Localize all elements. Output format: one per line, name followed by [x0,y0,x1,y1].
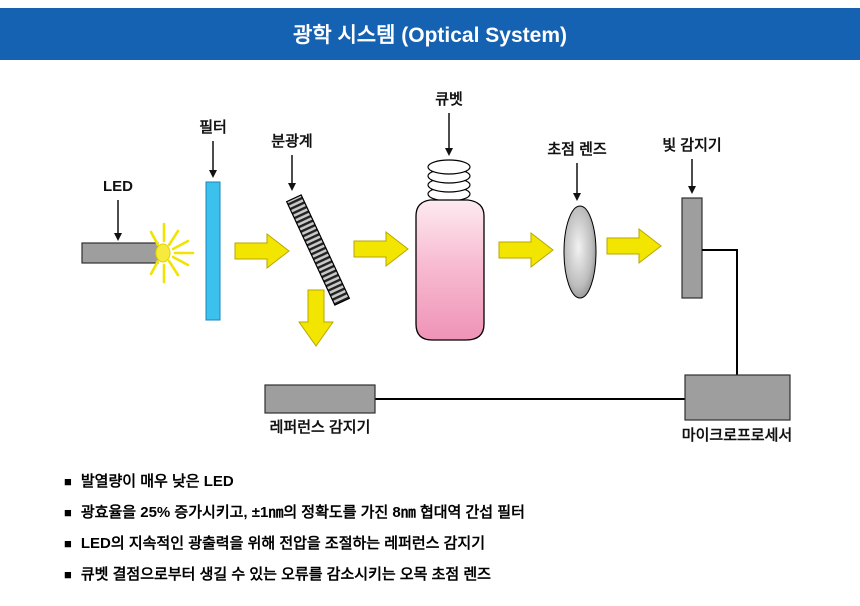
light-detector [681,197,703,299]
led-body [81,242,159,264]
cuvette-body [415,199,485,341]
spectrometer-pointer-arrowhead [288,183,296,191]
beam-arrow-down [298,289,334,347]
light-detector-pointer-arrowhead [688,186,696,194]
filter-pointer-arrowhead [209,170,217,178]
bullet-marker: ■ [64,505,72,520]
beam-arrow-right-3 [498,231,554,269]
notes-list: ■ 발열량이 매우 낮은 LED ■ 광효율을 25% 증가시키고, ±1㎚의 … [64,470,525,594]
bullet-marker: ■ [64,536,72,551]
note-item: ■ 광효율을 25% 증가시키고, ±1㎚의 정확도를 가진 8㎚ 협대역 간섭… [64,501,525,522]
note-item: ■ 발열량이 매우 낮은 LED [64,470,525,491]
beam-arrow-right-2 [353,230,409,268]
note-item: ■ LED의 지속적인 광출력을 위해 전압을 조절하는 레퍼런스 감지기 [64,532,525,553]
led-light-rays [149,222,195,284]
bullet-marker: ■ [64,567,72,582]
filter-label: 필터 [199,118,227,136]
microprocessor-label: 마이크로프로세서 [682,427,792,444]
note-text: LED의 지속적인 광출력을 위해 전압을 조절하는 레퍼런스 감지기 [80,535,486,552]
focus-lens [563,205,597,299]
wire-detector-to-microprocessor [702,249,738,375]
page-title: 광학 시스템 (Optical System) [293,24,567,47]
cuvette-label: 큐벳 [435,91,463,108]
note-text: 큐벳 결점으로부터 생길 수 있는 오류를 감소시키는 오목 초점 렌즈 [80,566,491,583]
optical-system-diagram: LED 필터 분광계 큐벳 [81,91,792,444]
microprocessor [684,374,791,421]
focus-lens-label: 초점 렌즈 [547,140,607,158]
led-glow [155,243,171,263]
bullet-marker: ■ [64,474,72,489]
reference-detector [264,384,376,414]
cuvette-pointer-arrowhead [445,148,453,156]
spectrometer-label: 분광계 [271,132,312,150]
note-item: ■ 큐벳 결점으로부터 생길 수 있는 오류를 감소시키는 오목 초점 렌즈 [64,563,525,584]
note-text: 발열량이 매우 낮은 LED [80,473,234,490]
beam-arrow-right-1 [234,232,290,270]
spectrometer-splitter [285,194,351,306]
cuvette-cap [427,159,471,202]
header-bar: 광학 시스템 (Optical System) [0,8,860,60]
note-text: 광효율을 25% 증가시키고, ±1㎚의 정확도를 가진 8㎚ 협대역 간섭 필… [80,504,525,521]
beam-arrow-right-4 [606,227,662,265]
led-label: LED [103,178,133,195]
led-pointer-arrowhead [114,233,122,241]
reference-detector-label: 레퍼런스 감지기 [270,418,371,436]
light-detector-label: 빛 감지기 [662,136,721,154]
filter-glass [205,181,221,321]
focus-lens-pointer-arrowhead [573,193,581,201]
